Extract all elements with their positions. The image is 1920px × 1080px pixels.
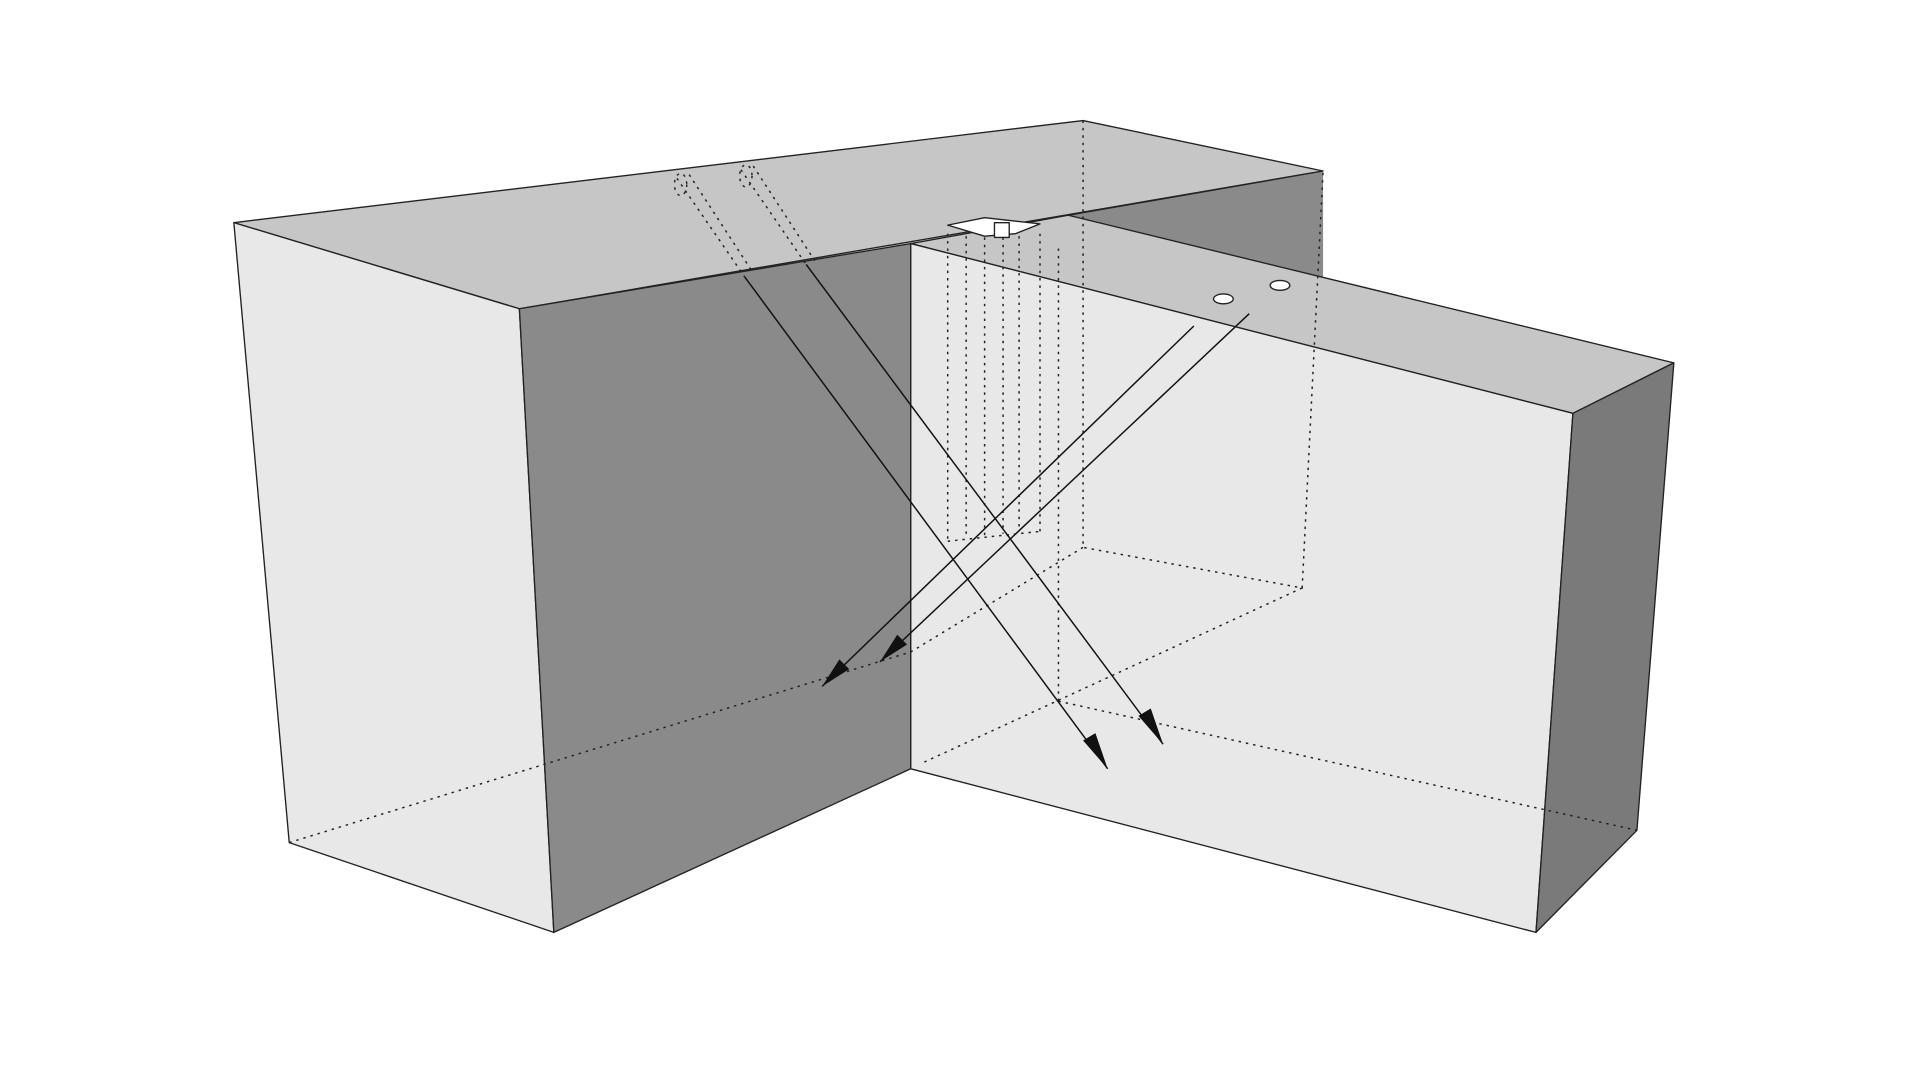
arrowhead-1	[1083, 733, 1108, 769]
left-block	[233, 119, 1324, 934]
slot	[947, 217, 1041, 239]
bore-holes	[1212, 279, 1291, 305]
arrowhead-2	[1138, 708, 1164, 745]
bore-hole	[1269, 279, 1291, 291]
bore-hole	[1212, 293, 1234, 305]
hidden-edge	[1082, 120, 1324, 589]
hidden-edge	[1058, 700, 1638, 832]
right-block	[910, 214, 1675, 934]
beam-arrow-3	[821, 325, 1195, 687]
bore-projections	[673, 164, 816, 278]
beam-arrow-4	[879, 313, 1250, 663]
beam-arrow-2	[805, 264, 1164, 745]
left-block-back-face	[1068, 170, 1324, 278]
left-block-side-face	[518, 242, 912, 934]
left-block-top-edge	[1068, 170, 1324, 216]
beam-arrow-1	[744, 276, 1109, 770]
slot-projection	[946, 233, 1041, 542]
arrowhead-4	[880, 634, 908, 662]
hidden-edge	[289, 651, 911, 844]
beam-arrows	[744, 264, 1250, 770]
slot-wall	[993, 221, 1010, 239]
left-block-front-face	[233, 221, 555, 934]
arrowhead-3	[822, 659, 850, 687]
